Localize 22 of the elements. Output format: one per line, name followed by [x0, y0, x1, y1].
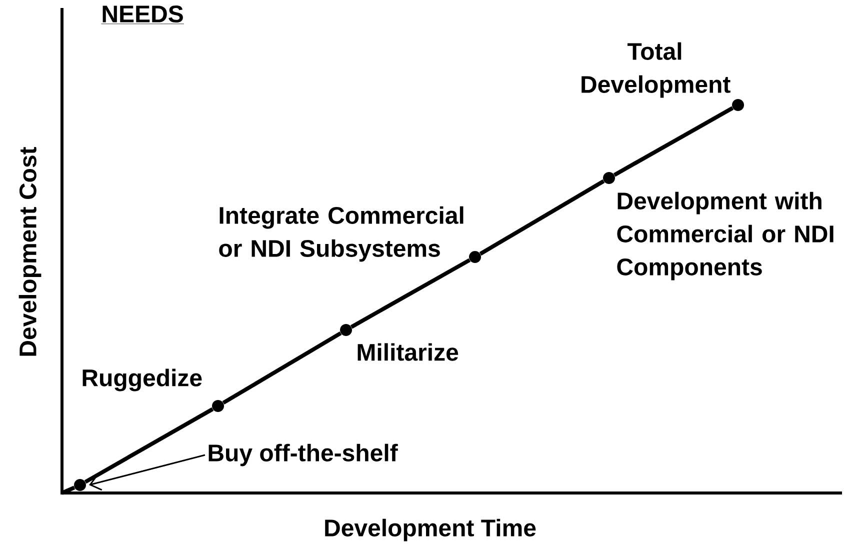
- point-label: Total Development: [582, 42, 730, 98]
- line-segment: [613, 106, 734, 177]
- point-marker: [212, 400, 224, 412]
- line-segment: [222, 331, 342, 405]
- title: NEEDS: [101, 6, 184, 24]
- axis-label: Development Cost: [18, 146, 42, 356]
- line-segment: [479, 179, 605, 256]
- point-label: Integrate Commercial or NDI Subsystems: [219, 206, 464, 262]
- point-marker: [603, 172, 615, 184]
- line-segment: [61, 486, 76, 495]
- line-segment: [350, 258, 471, 329]
- point-marker: [74, 479, 86, 491]
- line-segment: [84, 407, 214, 484]
- leader-arrow: [89, 454, 206, 491]
- point-marker: [340, 324, 352, 336]
- text-label: Buy off-the-shelf: [208, 444, 398, 466]
- point-label: Ruggedize: [82, 368, 202, 392]
- point-marker: [469, 251, 481, 263]
- point-label: Militarize: [358, 343, 458, 361]
- axis-label: Development Time: [325, 518, 536, 542]
- point-label: Development with Commercial or NDI Components: [617, 192, 834, 280]
- point-marker: [732, 99, 744, 111]
